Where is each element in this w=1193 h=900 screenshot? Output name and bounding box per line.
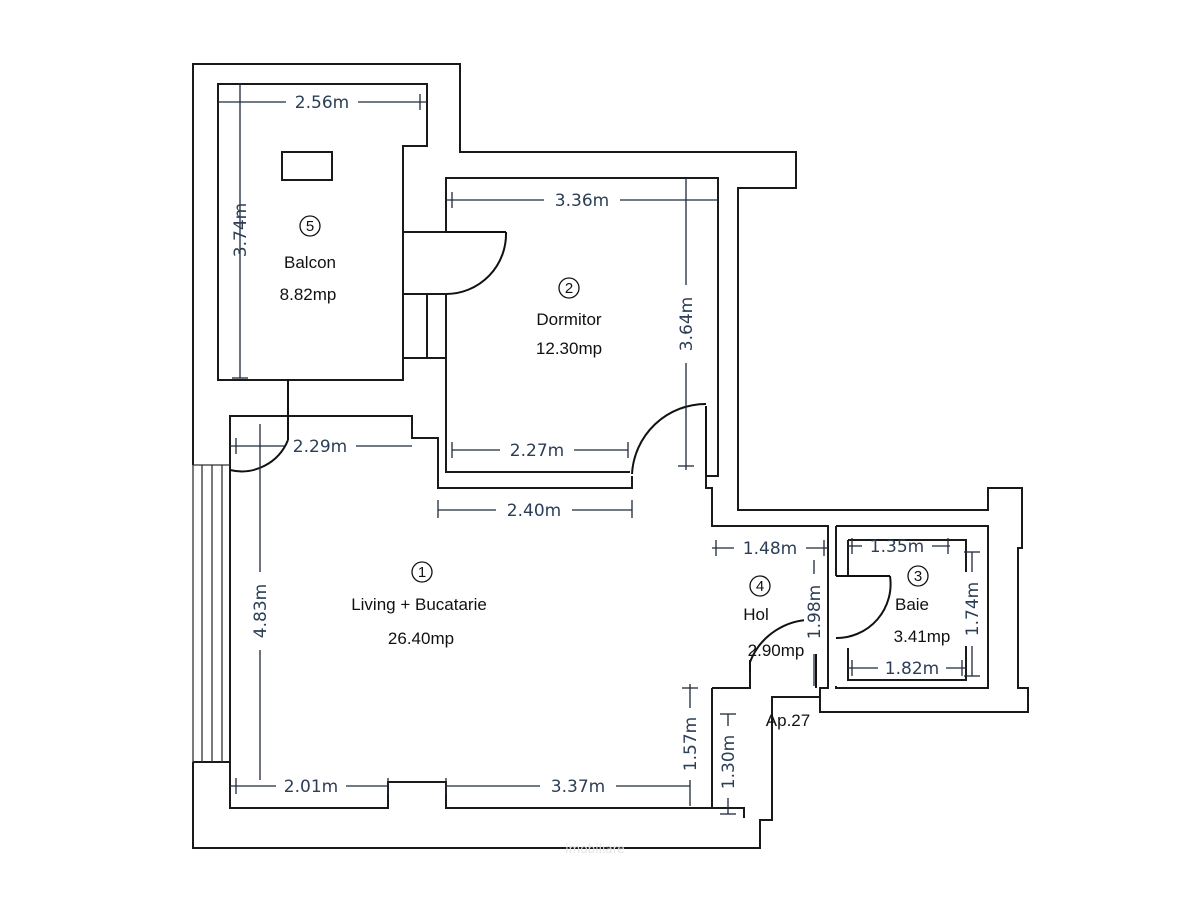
dim-hol-entry: 1.30m	[719, 735, 739, 789]
dim-living-height: 4.83m	[251, 584, 271, 638]
room-baie: 3 Baie 3.41mp	[894, 565, 951, 646]
dormitor-right-wall	[705, 406, 829, 548]
living-balcon-door-swing	[229, 439, 289, 473]
dormitor-inner-wall	[445, 294, 630, 473]
dim-dormitor-width: 3.36m	[555, 191, 609, 211]
baie-inner-wall	[847, 539, 967, 681]
walls	[192, 63, 1029, 849]
room-area: 3.41mp	[894, 627, 951, 646]
living-bottom-wall	[229, 781, 745, 818]
room-balcon: 5 Balcon 8.82mp	[280, 215, 337, 304]
dim-baie-height: 1.74m	[963, 582, 983, 636]
balcon-divider-wall	[402, 232, 446, 295]
outer-wall	[192, 63, 1029, 849]
balcon-fixture	[281, 151, 333, 181]
room-living: 1 Living + Bucatarie 26.40mp	[351, 561, 487, 648]
dim-dormitor-inner: 2.27m	[510, 441, 564, 461]
dimension-lines: 2.56m 3.74m 3.36m 3.64m 2.27m 2.29m 2.40…	[218, 84, 983, 815]
balcon-door-swing	[445, 231, 508, 295]
room-area: 26.40mp	[388, 629, 454, 648]
room-hol: 4 Hol 2.90mp	[743, 575, 805, 660]
room-area: 8.82mp	[280, 285, 337, 304]
room-area: 12.30mp	[536, 339, 602, 358]
dim-hol-width: 1.48m	[743, 539, 797, 559]
dim-living-right-step: 1.57m	[681, 717, 701, 771]
hol-baie-wall	[819, 548, 829, 697]
room-area: 2.90mp	[748, 641, 805, 660]
room-name: Balcon	[284, 253, 336, 272]
window	[192, 464, 230, 762]
room-dormitor: 2 Dormitor 12.30mp	[536, 277, 602, 358]
watermark: imobiliare	[565, 842, 624, 856]
room-number: 3	[914, 568, 922, 585]
dim-balcon-width: 2.56m	[295, 93, 349, 113]
room-name: Baie	[895, 595, 929, 614]
dormitor-door-swing	[631, 402, 707, 475]
room-number: 5	[306, 218, 314, 235]
balcon-bottom-wall	[288, 357, 446, 381]
dim-living-top-left: 2.29m	[293, 437, 347, 457]
room-name: Living + Bucatarie	[351, 595, 487, 614]
baie-outer-wall	[835, 525, 989, 689]
living-dormitor-wall	[229, 415, 633, 489]
balcon-inner-wall	[217, 83, 719, 477]
dim-baie-top: 1.35m	[870, 537, 924, 557]
room-number: 1	[418, 564, 426, 581]
room-number: 4	[756, 578, 764, 595]
apartment-label: Ap.27	[766, 711, 810, 730]
dim-hol-height: 1.98m	[805, 585, 825, 639]
dim-balcon-depth: 3.74m	[231, 203, 251, 257]
dim-living-top-right: 2.40m	[507, 501, 561, 521]
dim-dormitor-depth: 3.64m	[677, 297, 697, 351]
room-name: Hol	[743, 605, 769, 624]
dim-baie-bottom: 1.82m	[885, 659, 939, 679]
baie-door-swing	[835, 575, 892, 640]
dim-living-bottom-right: 3.37m	[551, 777, 605, 797]
hol-step	[712, 672, 751, 689]
room-labels: 5 Balcon 8.82mp 2 Dormitor 12.30mp 1 Liv…	[280, 215, 951, 660]
room-number: 2	[565, 280, 573, 297]
dim-living-bottom-left: 2.01m	[284, 777, 338, 797]
room-name: Dormitor	[536, 310, 602, 329]
